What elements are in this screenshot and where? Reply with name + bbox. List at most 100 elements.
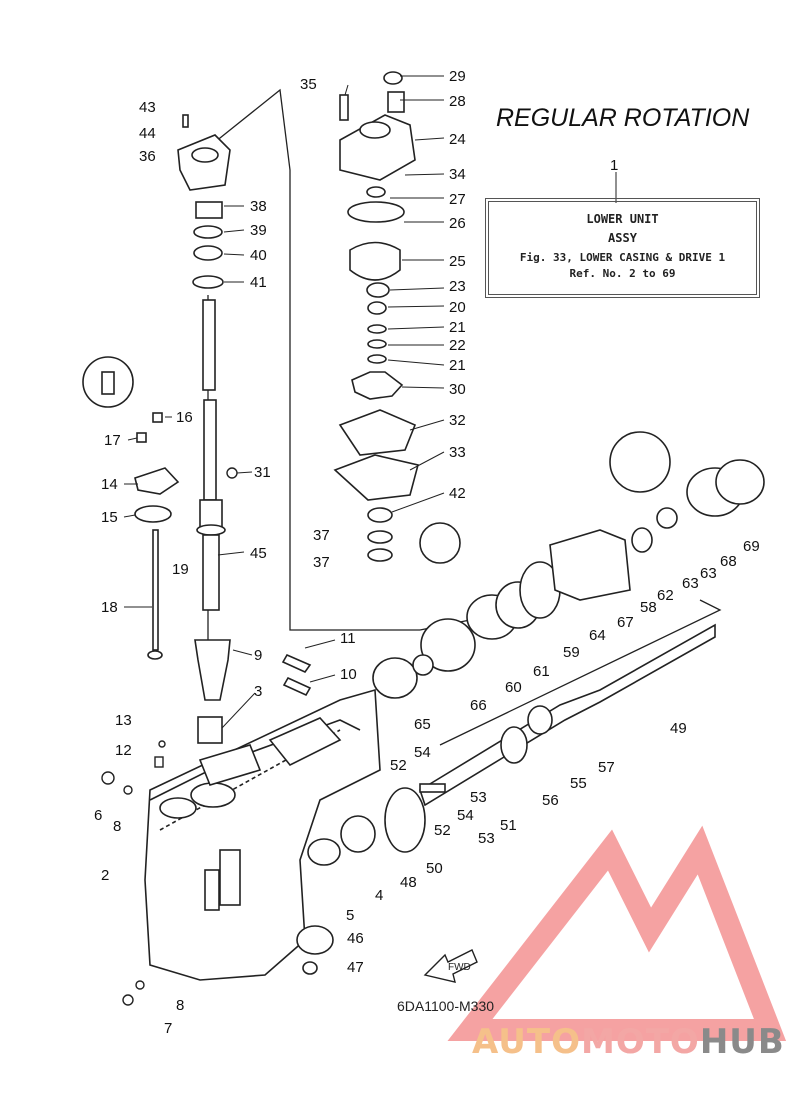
fwd-label: FWD bbox=[448, 962, 471, 973]
part-label: 50 bbox=[426, 860, 443, 877]
part-label: 63 bbox=[682, 575, 699, 592]
part-label: 31 bbox=[254, 464, 271, 481]
watermark-part-2: MOTO bbox=[580, 1022, 700, 1062]
part-label: 19 bbox=[172, 561, 189, 578]
pump-stack bbox=[333, 71, 419, 562]
part-label: 62 bbox=[657, 587, 674, 604]
part-label: 48 bbox=[400, 874, 417, 891]
ref-callout: 1 bbox=[610, 157, 618, 203]
part-label: 10 bbox=[340, 666, 357, 683]
part-label: 16 bbox=[176, 409, 193, 426]
fwd-arrow: FWD bbox=[423, 949, 478, 983]
part-label: 28 bbox=[449, 93, 466, 110]
part-label: 69 bbox=[743, 538, 760, 555]
part-label: 26 bbox=[449, 215, 466, 232]
part-label: 3 bbox=[254, 683, 262, 700]
part-label: 53 bbox=[478, 830, 495, 847]
part-label: 21 bbox=[449, 319, 466, 336]
watermark-part-3: HUB bbox=[699, 1022, 785, 1062]
drive-shaft bbox=[196, 299, 226, 611]
shift-parts bbox=[82, 356, 180, 660]
part-label: 6 bbox=[94, 807, 102, 824]
part-label: 59 bbox=[563, 644, 580, 661]
part-label: 43 bbox=[139, 99, 156, 116]
part-label: 12 bbox=[115, 742, 132, 759]
part-label: 25 bbox=[449, 253, 466, 270]
part-label: 42 bbox=[449, 485, 466, 502]
part-label: 38 bbox=[250, 198, 267, 215]
part-label: 55 bbox=[570, 775, 587, 792]
left-upper-stack bbox=[177, 114, 231, 289]
part-label: 37 bbox=[313, 527, 330, 544]
drawing-code: 6DA1100-M330 bbox=[397, 998, 495, 1014]
part-label: 56 bbox=[542, 792, 559, 809]
part-label: 18 bbox=[101, 599, 118, 616]
part-label: 44 bbox=[139, 125, 156, 142]
part-label: 21 bbox=[449, 357, 466, 374]
part-label: 11 bbox=[340, 630, 356, 647]
part-label: 68 bbox=[720, 553, 737, 570]
part-label: 27 bbox=[449, 191, 466, 208]
part-label: 63 bbox=[700, 565, 717, 582]
part-label: 36 bbox=[139, 148, 156, 165]
reference-box: LOWER UNIT ASSY Fig. 33, LOWER CASING & … bbox=[485, 198, 760, 298]
watermark-text: AUTOMOTOHUB bbox=[472, 1022, 785, 1062]
part-label: 54 bbox=[414, 744, 431, 761]
lower-casing bbox=[144, 688, 381, 981]
part-label: 15 bbox=[101, 509, 118, 526]
part-label: 49 bbox=[670, 720, 687, 737]
part-label: 20 bbox=[449, 299, 466, 316]
gear-train bbox=[296, 431, 765, 975]
part-label: 64 bbox=[589, 627, 606, 644]
part-label: 13 bbox=[115, 712, 132, 729]
diagram-title: REGULAR ROTATION bbox=[496, 104, 750, 132]
part-label: 30 bbox=[449, 381, 466, 398]
part-label: 40 bbox=[250, 247, 267, 264]
part-label: 29 bbox=[449, 68, 466, 85]
part-label: 53 bbox=[470, 789, 487, 806]
part-label: 58 bbox=[640, 599, 657, 616]
part-label: 4 bbox=[375, 887, 383, 904]
part-label: 5 bbox=[346, 907, 354, 924]
part-label: 60 bbox=[505, 679, 522, 696]
watermark-part-1: AUTO bbox=[472, 1022, 581, 1062]
part-label: 51 bbox=[500, 817, 517, 834]
part-label: 32 bbox=[449, 412, 466, 429]
label-leaders bbox=[123, 75, 445, 729]
part-label: 14 bbox=[101, 476, 118, 493]
part-label: 65 bbox=[414, 716, 431, 733]
part-label: 35 bbox=[300, 76, 317, 93]
part-label: 67 bbox=[617, 614, 634, 631]
part-label: 45 bbox=[250, 545, 267, 562]
part-label: 57 bbox=[598, 759, 615, 776]
middle-parts bbox=[194, 639, 312, 744]
part-labels: 29 28 35 24 43 44 36 34 27 26 38 39 40 2… bbox=[94, 68, 760, 1037]
part-label: 7 bbox=[164, 1020, 172, 1037]
part-label: 39 bbox=[250, 222, 267, 239]
part-label: 8 bbox=[113, 818, 121, 835]
part-label: 52 bbox=[434, 822, 451, 839]
part-label: 52 bbox=[390, 757, 407, 774]
part-label: 9 bbox=[254, 647, 262, 664]
part-label: 54 bbox=[457, 807, 474, 824]
part-label: 23 bbox=[449, 278, 466, 295]
part-label: 46 bbox=[347, 930, 364, 947]
part-label: 37 bbox=[313, 554, 330, 571]
part-label: 47 bbox=[347, 959, 364, 976]
watermark-logo bbox=[447, 825, 787, 1041]
part-label: 17 bbox=[104, 432, 121, 449]
part-label: 61 bbox=[533, 663, 550, 680]
part-label: 24 bbox=[449, 131, 466, 148]
ref-line-3: Fig. 33, LOWER CASING & DRIVE 1 bbox=[519, 251, 726, 264]
part-label: 2 bbox=[101, 867, 109, 884]
part-label: 34 bbox=[449, 166, 466, 183]
part-label: 8 bbox=[176, 997, 184, 1014]
part-label: 22 bbox=[449, 337, 466, 354]
ref-line-2: ASSY bbox=[608, 231, 637, 245]
ref-line-1: LOWER UNIT bbox=[586, 212, 659, 226]
ref-line-4: Ref. No. 2 to 69 bbox=[569, 267, 676, 280]
part-label: 41 bbox=[250, 274, 267, 291]
part-label: 66 bbox=[470, 697, 487, 714]
